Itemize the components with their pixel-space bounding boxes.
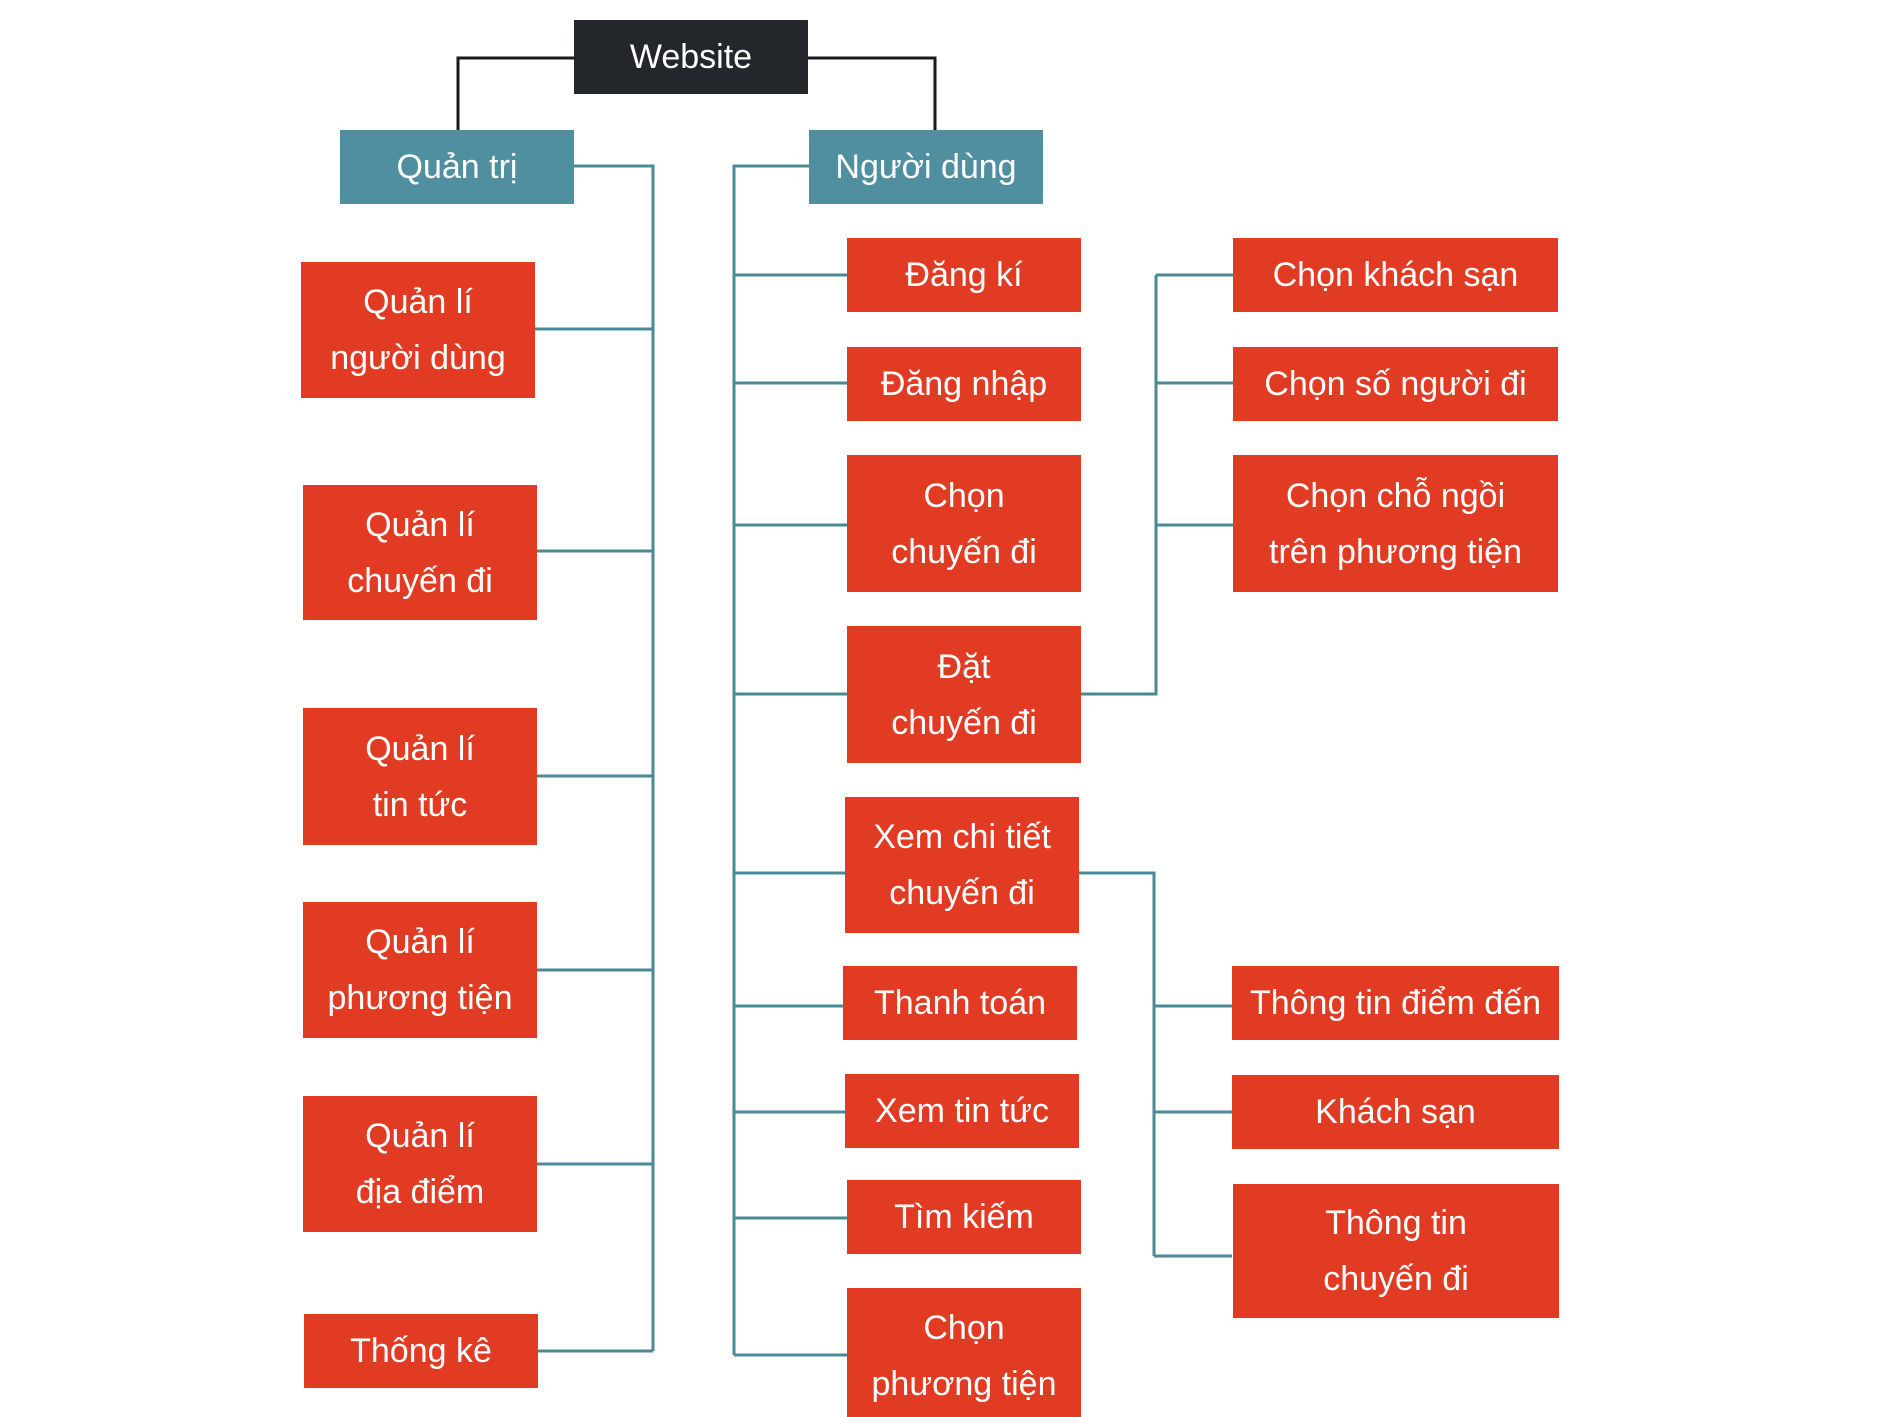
node-nguoi-dung: Người dùng xyxy=(809,130,1043,204)
node-thong-tin-diem-den: Thông tin điểm đến xyxy=(1232,966,1559,1040)
bus-booking xyxy=(1081,275,1158,696)
node-thong-tin-chuyen-di: Thông tin chuyến đi xyxy=(1233,1184,1559,1318)
node-dang-ki: Đăng kí xyxy=(847,238,1081,312)
node-thong-ke: Thống kê xyxy=(304,1314,538,1388)
node-chon-cho-ngoi: Chọn chỗ ngồi trên phương tiện xyxy=(1233,455,1558,592)
node-quan-li-chuyen-di: Quản lí chuyến đi xyxy=(303,485,537,620)
link-root-admin xyxy=(456,56,574,130)
node-website: Website xyxy=(574,20,808,94)
node-quan-li-phuong-tien: Quản lí phương tiện xyxy=(303,902,537,1038)
node-khach-san: Khách sạn xyxy=(1232,1075,1559,1149)
node-quan-li-dia-diem: Quản lí địa điểm xyxy=(303,1096,537,1232)
node-quan-li-nguoi-dung: Quản lí người dùng xyxy=(301,262,535,398)
node-chon-chuyen-di: Chọn chuyến đi xyxy=(847,455,1081,592)
node-tim-kiem: Tìm kiếm xyxy=(847,1180,1081,1254)
link-root-user xyxy=(808,56,937,130)
node-quan-li-tin-tuc: Quản lí tin tức xyxy=(303,708,537,845)
node-chon-phuong-tien: Chọn phương tiện xyxy=(847,1288,1081,1417)
node-xem-chi-tiet-chuyen-di: Xem chi tiết chuyến đi xyxy=(845,797,1079,933)
node-chon-khach-san: Chọn khách sạn xyxy=(1233,238,1558,312)
node-dat-chuyen-di: Đặt chuyến đi xyxy=(847,626,1081,763)
node-dang-nhap: Đăng nhập xyxy=(847,347,1081,421)
bus-user xyxy=(732,164,809,1355)
node-quan-tri: Quản trị xyxy=(340,130,574,204)
bus-trip-detail xyxy=(1079,871,1156,1256)
node-thanh-toan: Thanh toán xyxy=(843,966,1077,1040)
node-xem-tin-tuc: Xem tin tức xyxy=(845,1074,1079,1148)
node-chon-so-nguoi-di: Chọn số người đi xyxy=(1233,347,1558,421)
bus-admin xyxy=(574,164,655,1351)
